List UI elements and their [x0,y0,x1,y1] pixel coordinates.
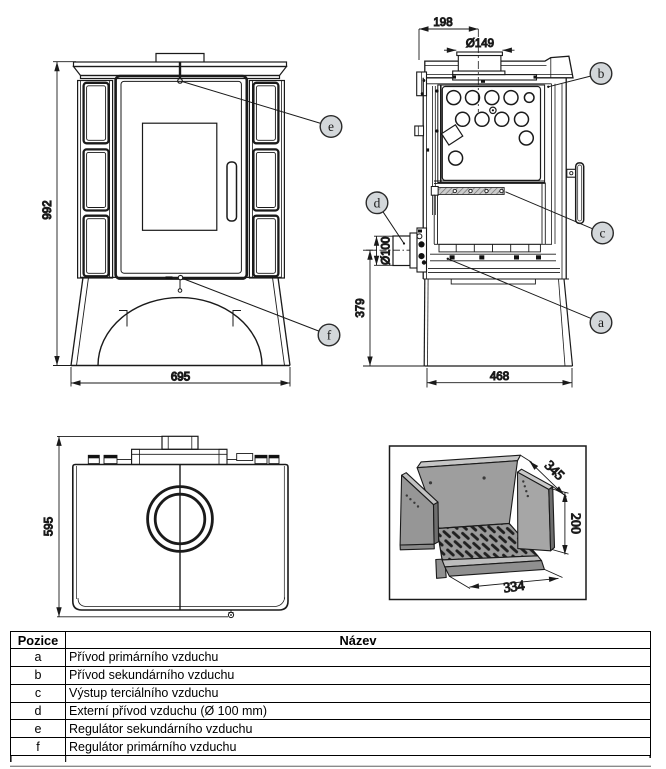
door-handle-front [226,161,238,222]
baffle-plate [440,123,464,146]
row-f-pos: f [11,738,66,756]
iso-frame [388,445,587,601]
top-flue-stub [131,435,228,466]
dim-side-depth [426,368,573,388]
parts-table-header: Pozice Název [11,632,650,648]
dim-iso-200 [549,488,569,555]
dim-flue-offset [418,26,479,60]
leader-f [182,277,320,332]
svg-text:a: a [598,315,604,330]
air-holes-panel [426,84,546,183]
dim-label-345: 345 [541,458,567,483]
svg-text:e: e [328,119,334,134]
row-b-pos: b [11,666,66,684]
row-d-name: Externí přívod vzduchu (Ø 100 mm) [69,703,267,718]
dim-top-depth [56,435,228,618]
svg-text:d: d [374,195,381,210]
row-e-name: Regulátor sekundárního vzduchu [69,721,253,736]
callout-c: c [591,221,615,245]
row-e-pos: e [11,720,66,738]
row-b-name: Přívod sekundárního vzduchu [69,668,235,683]
svg-text:c: c [600,226,606,241]
dim-label-695: 695 [171,372,190,384]
callout-e: e [319,114,343,138]
left-wall-end [432,501,440,545]
side-left-block [416,71,428,97]
callout-balloons: b c a d e f [317,62,615,347]
flue-collar [452,51,538,83]
dim-label-334: 334 [503,579,526,597]
row-c-pos: c [11,684,66,702]
callout-b: b [589,62,613,86]
table-row-f: f Regulátor primárního vzduchu [11,737,650,756]
door-window [141,122,218,231]
dim-inlet-height [363,249,424,367]
dim-front-height [53,61,76,366]
side-mid-stub [414,125,425,137]
dim-front-width [70,367,291,387]
header-pozice: Pozice [11,632,66,648]
top-view: 595 [43,435,289,619]
parts-table: Pozice Název a Přívod primárního vzduchu… [10,631,651,757]
dim-label-992: 992 [42,200,54,219]
dim-label-595: 595 [44,517,56,536]
table-row-d: d Externí přívod vzduchu (Ø 100 mm) [11,701,650,720]
primary-air-regulator [165,274,184,293]
secondary-air-regulator [177,77,183,84]
side-bottom-rails [423,243,569,285]
dim-inlet-diameter [373,235,393,266]
dim-label-100: Ø100 [381,237,393,265]
dim-label-379: 379 [355,298,367,317]
dim-label-200: 200 [568,513,583,534]
table-row-e: e Regulátor sekundárního vzduchu [11,719,650,738]
side-leaders [382,75,593,319]
side-legs [423,278,574,367]
top-hinges [87,453,280,465]
dim-label-468: 468 [490,371,509,383]
front-left-tile-column [76,79,114,279]
row-c-name: Výstup terciálního vzduchu [69,686,219,701]
flue-opening-outer [146,485,214,553]
side-lower-chamber [433,182,546,244]
table-row-a: a Přívod primárního vzduchu [11,648,650,666]
table-row-c: c Výstup terciálního vzduchu [11,683,650,702]
door-handle-side [566,162,585,225]
stove-door [114,74,249,280]
svg-text:b: b [598,66,605,81]
top-outline [72,463,289,611]
front-flue-stub [155,52,205,62]
row-a-name: Přívod primárního vzduchu [69,650,219,665]
firebox-liner [399,454,556,579]
row-a-pos: a [11,649,66,666]
table-row-b: b Přívod sekundárního vzduchu [11,665,650,684]
dim-label-198: 198 [433,17,452,29]
row-d-pos: d [11,702,66,720]
table-cutoff-stubs [10,754,652,767]
callout-f: f [317,323,341,347]
front-view: 992 695 [41,52,321,387]
header-nazev: Název [339,632,377,648]
top-bottom-knob [227,610,235,619]
base-arch [97,296,263,366]
side-view: 198 Ø149 [354,16,593,388]
dim-label-149: Ø149 [466,38,494,50]
iso-view: 345 200 334 [388,445,587,601]
leader-e [181,81,321,124]
front-right-tile-column [248,79,285,279]
tertiary-air-strip [430,180,545,196]
flue-opening-inner [153,492,207,546]
callout-a: a [589,311,613,335]
callout-d: d [365,191,389,215]
svg-text:f: f [327,328,332,343]
dim-iso-334 [449,568,563,589]
row-f-name: Regulátor primárního vzduchu [69,739,237,754]
